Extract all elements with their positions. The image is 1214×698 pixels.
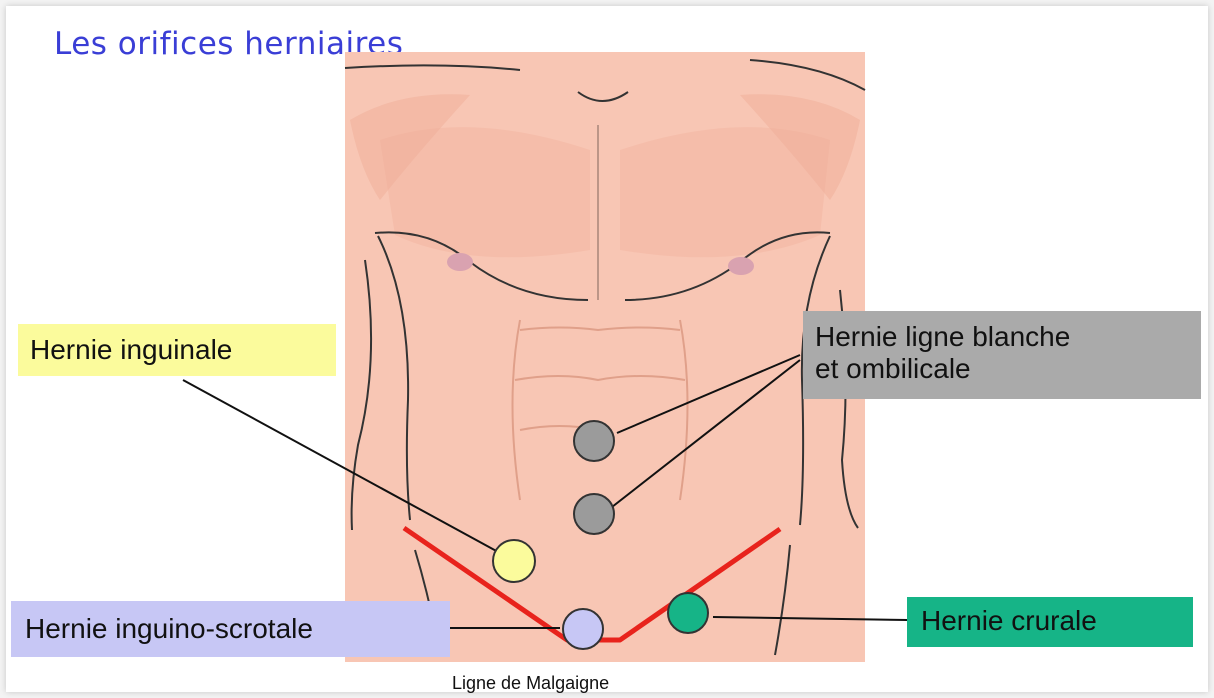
nipple-left bbox=[447, 253, 473, 271]
label-hernie-crurale: Hernie crurale bbox=[907, 597, 1193, 647]
label-hernie-ligne-blanche-line2: et ombilicale bbox=[815, 353, 1201, 385]
nipple-right bbox=[728, 257, 754, 275]
marker-inguino-scrotale bbox=[563, 609, 603, 649]
label-hernie-ligne-blanche-line1: Hernie ligne blanche bbox=[815, 321, 1201, 353]
label-hernie-inguino-scrotale: Hernie inguino-scrotale bbox=[11, 601, 450, 657]
label-hernie-inguino-scrotale-text: Hernie inguino-scrotale bbox=[25, 613, 313, 644]
label-hernie-ligne-blanche: Hernie ligne blanche et ombilicale bbox=[803, 311, 1201, 399]
marker-ombilicale bbox=[574, 494, 614, 534]
label-hernie-inguinale: Hernie inguinale bbox=[18, 324, 336, 376]
label-hernie-inguinale-text: Hernie inguinale bbox=[30, 334, 232, 365]
marker-inguinale bbox=[493, 540, 535, 582]
caption-ligne-de-malgaigne: Ligne de Malgaigne bbox=[452, 673, 609, 694]
marker-crurale bbox=[668, 593, 708, 633]
label-hernie-crurale-text: Hernie crurale bbox=[921, 605, 1097, 636]
marker-ligne-blanche-upper bbox=[574, 421, 614, 461]
